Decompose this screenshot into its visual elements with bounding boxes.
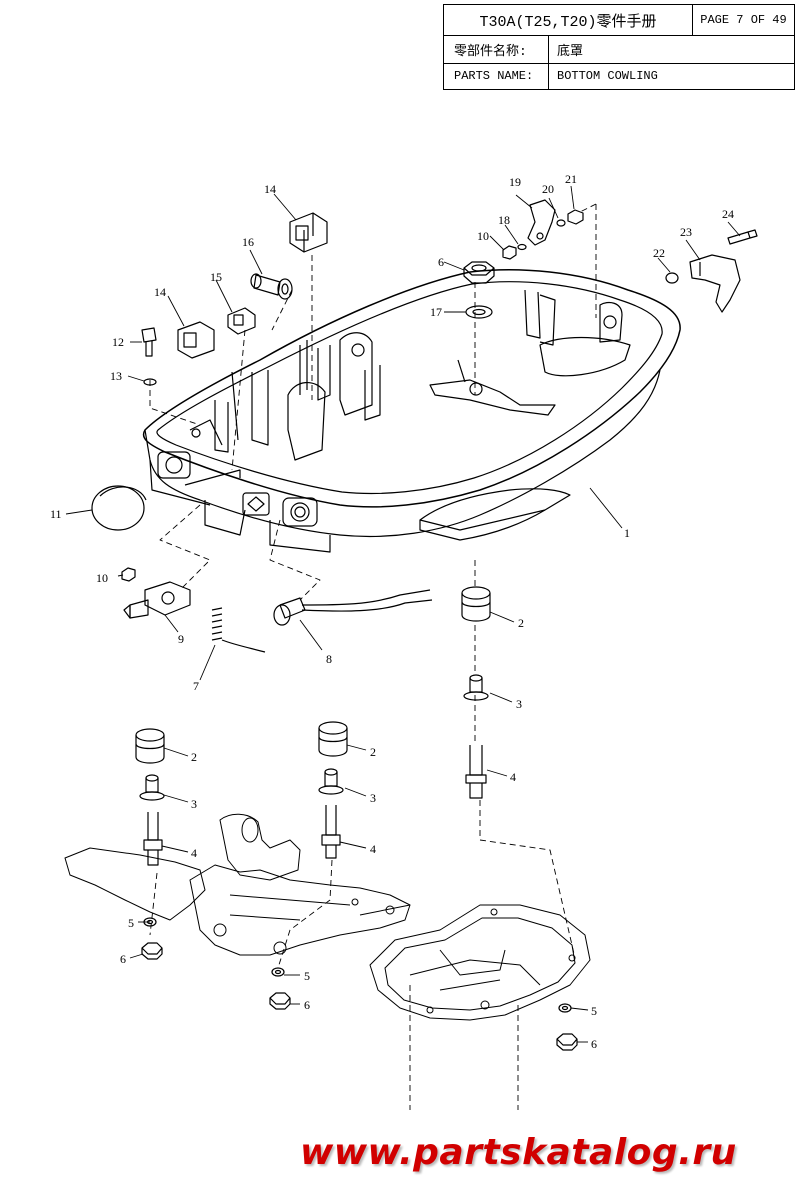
- callout-5-left: 5: [128, 916, 134, 930]
- part-15-damper: [227, 307, 256, 335]
- callout-10-left: 10: [96, 571, 108, 585]
- callout-24: 24: [722, 207, 734, 221]
- part-4-stud-centre: [321, 805, 341, 859]
- part-6-nut-left: [141, 942, 163, 960]
- callout-16: 16: [242, 235, 254, 249]
- callout-13: 13: [110, 369, 122, 383]
- name-en-label: PARTS NAME:: [454, 69, 534, 83]
- callout-6-right: 6: [591, 1037, 597, 1051]
- part-2-rubber-mount-right: [461, 586, 491, 622]
- part-12-screw: [141, 327, 157, 357]
- callout-14-left: 14: [154, 285, 166, 299]
- part-22-grommet: [665, 272, 679, 284]
- title-row: T30A(T25,T20)零件手册 PAGE 7 OF 49: [444, 5, 794, 36]
- part-18-washer: [517, 243, 527, 251]
- callout-21: 21: [565, 172, 577, 186]
- part-14-damper-top: [289, 212, 328, 253]
- name-cn-label: 零部件名称:: [454, 43, 527, 59]
- callout-10-top: 10: [477, 229, 489, 243]
- lower-plate: [369, 904, 591, 1021]
- manual-title: T30A(T25,T20)零件手册: [479, 13, 657, 31]
- part-2-rubber-mount-left: [135, 728, 165, 764]
- callout-8: 8: [326, 652, 332, 666]
- part-8-switch: [273, 589, 433, 626]
- callout-7: 7: [193, 679, 199, 693]
- callout-19: 19: [509, 175, 521, 189]
- mounting-bracket: [64, 813, 411, 956]
- part-17-washer: [465, 305, 493, 319]
- callout-4-right: 4: [510, 770, 516, 784]
- part-3-collar-right: [463, 674, 489, 701]
- callout-2-left: 2: [191, 750, 197, 764]
- part-24-screw: [727, 229, 758, 245]
- part-9-fitting: [123, 581, 191, 619]
- part-5-washer-centre: [271, 967, 285, 977]
- callout-3-centre: 3: [370, 791, 376, 805]
- page-number: PAGE 7 OF 49: [692, 5, 794, 35]
- callout-3-right: 3: [516, 697, 522, 711]
- part-6-nut: [463, 261, 495, 284]
- part-23-hook: [689, 254, 741, 313]
- callout-17: 17: [430, 305, 442, 319]
- callout-5-centre: 5: [304, 969, 310, 983]
- callout-12: 12: [112, 335, 124, 349]
- part-6-nut-right: [556, 1033, 578, 1051]
- part-10-nut-top: [502, 245, 517, 260]
- callout-1: 1: [624, 526, 630, 540]
- callout-22: 22: [653, 246, 665, 260]
- part-16-sleeve: [250, 273, 293, 300]
- callout-15: 15: [210, 270, 222, 284]
- callout-6-centre: 6: [304, 998, 310, 1012]
- callout-4-centre: 4: [370, 842, 376, 856]
- part-5-washer-right: [558, 1003, 572, 1013]
- callout-14-top: 14: [264, 182, 276, 196]
- callout-9: 9: [178, 632, 184, 646]
- part-2-rubber-mount-centre: [318, 721, 348, 757]
- title-block: T30A(T25,T20)零件手册 PAGE 7 OF 49 零部件名称: 底罩…: [443, 4, 795, 90]
- callout-6-top: 6: [438, 255, 444, 269]
- callout-2-right: 2: [518, 616, 524, 630]
- callout-18: 18: [498, 213, 510, 227]
- name-en-value: BOTTOM COWLING: [548, 63, 794, 89]
- name-cn-row: 零部件名称: 底罩: [444, 35, 794, 64]
- callout-3-left: 3: [191, 797, 197, 811]
- part-4-stud-left: [143, 812, 163, 866]
- part-19-bracket: [527, 199, 556, 246]
- callout-11: 11: [50, 507, 62, 521]
- part-14-damper-left: [177, 321, 215, 359]
- part-4-stud-right: [465, 745, 487, 799]
- bottom-cowling: [142, 269, 681, 553]
- part-10-nut-left: [121, 567, 136, 582]
- callout-20: 20: [542, 182, 554, 196]
- name-en-row: PARTS NAME: BOTTOM COWLING: [444, 63, 794, 89]
- callout-numbers: 1 2 2 2 3 3 3 4 4 4 5 5 5 6 6 6 6 7 8 9 …: [50, 172, 734, 1051]
- name-cn-value: 底罩: [548, 35, 794, 63]
- callout-4-left: 4: [191, 846, 197, 860]
- callout-2-centre: 2: [370, 745, 376, 759]
- watermark: www.partskatalog.ru: [300, 1132, 737, 1173]
- assembly-guide-lines: [149, 203, 597, 1110]
- part-3-collar-centre: [318, 768, 344, 795]
- part-6-nut-centre: [269, 992, 291, 1010]
- part-3-collar-left: [139, 774, 165, 801]
- callout-5-right: 5: [591, 1004, 597, 1018]
- callout-6-left: 6: [120, 952, 126, 966]
- part-13-washer: [143, 378, 157, 386]
- part-21-nut: [567, 209, 584, 225]
- callout-23: 23: [680, 225, 692, 239]
- leader-lines: [65, 185, 741, 1043]
- part-11-plug: [91, 485, 147, 531]
- part-20-washer: [556, 219, 566, 227]
- part-7-spring: [211, 607, 266, 653]
